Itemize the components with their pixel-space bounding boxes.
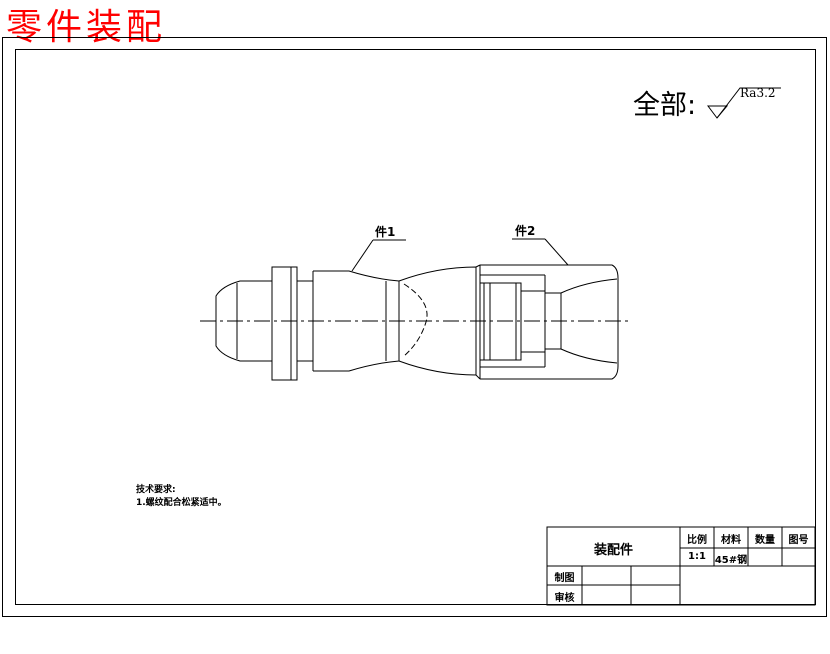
part1-body — [312, 266, 477, 376]
drawing-frame — [15, 49, 816, 605]
title-block-ratio-label: 比例 — [687, 535, 707, 546]
outer-border — [2, 37, 827, 617]
part2-label: 件2 — [515, 224, 536, 238]
part1-tip — [215, 280, 272, 362]
part2-body — [475, 264, 619, 380]
roughness-symbol — [707, 87, 781, 119]
part2-leader — [512, 238, 569, 266]
technical-notes: 技术要求: 1.螺纹配合松紧适中。 — [136, 484, 227, 510]
title-block-material-value: 45#钢 — [714, 555, 748, 566]
title-block-drawing-no-label: 图号 — [788, 535, 809, 546]
title-block-grid — [546, 526, 816, 606]
part1-leader — [351, 239, 406, 272]
title-block-reviewer-label: 审核 — [554, 593, 575, 604]
notes-heading: 技术要求: — [136, 485, 176, 495]
part1-label: 件1 — [375, 225, 396, 239]
page-title: 零件装配 — [6, 7, 167, 48]
title-block-ratio-value: 1:1 — [688, 551, 706, 562]
title-block-name: 装配件 — [593, 543, 633, 558]
roughness-value: Ra3.2 — [740, 86, 776, 100]
title-block-quantity-label: 数量 — [755, 535, 775, 546]
notes-line-1: 1.螺纹配合松紧适中。 — [136, 498, 227, 508]
part1-flange — [271, 266, 313, 381]
title-block-material-label: 材料 — [721, 535, 741, 546]
title-block-drafter-label: 制图 — [554, 573, 575, 584]
roughness-note: 全部: — [633, 90, 697, 121]
